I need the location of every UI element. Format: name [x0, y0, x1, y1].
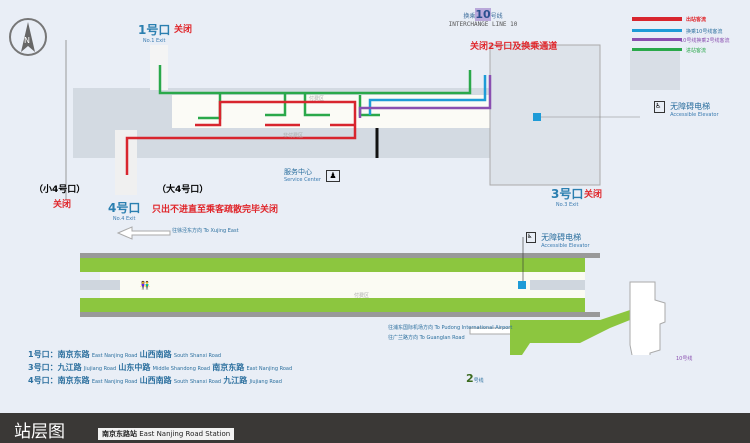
elevator-icon: ♿ [654, 101, 665, 113]
legend-item: 出站客流 [686, 17, 707, 23]
interchange-prefix: 换乘 [463, 13, 476, 20]
svg-text:👫: 👫 [140, 280, 150, 290]
service-center-cn: 服务中心 [284, 168, 312, 176]
exit-1-en: No.1 Exit [142, 38, 166, 44]
exit-4-cn: 4号口 [108, 201, 141, 215]
road-en: Middle Shandong Road [152, 366, 211, 372]
big-exit-4: （大4号口） [157, 185, 209, 195]
compass-icon: N [9, 18, 47, 56]
exit-road-row: 4号口：南京东路 East Nanjing Road 山西南路 South Sh… [28, 375, 292, 388]
notice-small4: 关闭 [53, 200, 72, 210]
exit-1-cn: 1号口 [138, 23, 171, 37]
exit-road-row: 1号口：南京东路 East Nanjing Road 山西南路 South Sh… [28, 349, 292, 362]
station-name: 南京东路站 East Nanjing Road Station [98, 428, 235, 440]
small-exit-4: （小4号口） [34, 185, 86, 195]
platform-map: 👫 [80, 226, 666, 355]
line2-label: 2号线 [466, 367, 484, 386]
compass-label: N [24, 36, 30, 45]
direction-west: 往徐泾东方向 To Xujing East [172, 228, 239, 234]
road-en: East Nanjing Road [91, 353, 138, 359]
road-en: East Nanjing Road [246, 366, 293, 372]
road-cn: 山西南路 [139, 376, 172, 385]
notice-exit3: 关闭 [584, 190, 603, 200]
elevator-cn: 无障碍电梯 [670, 102, 711, 111]
interchange-label: 换乘10号线 INTERCHANGE LINE 10 [443, 8, 523, 28]
concourse-map [65, 40, 680, 200]
road-cn: 九江路 [223, 376, 248, 385]
exit-4-en: No.4 Exit [112, 216, 136, 222]
nonpaid-area-label: 非付费区 [283, 133, 304, 139]
exit-id: 4号口： [28, 376, 58, 385]
exit-3-cn: 3号口 [551, 187, 584, 201]
notice-exit4: 只出不进直至乘客疏散完毕关闭 [152, 205, 279, 215]
interchange-suffix: 号线 [490, 13, 503, 20]
station-en: East Nanjing Road Station [139, 430, 231, 438]
road-cn: 南京东路 [212, 363, 245, 372]
footer-title: 站层图 [14, 422, 65, 442]
road-en: South Shanxi Road [173, 379, 222, 385]
road-cn: 南京东路 [57, 376, 90, 385]
legend-item: 换乘10号线客流 [686, 29, 723, 35]
exit-road-row: 3号口：九江路 Jiujiang Road 山东中路 Middle Shando… [28, 362, 292, 375]
service-icon: ♟ [326, 170, 340, 182]
exit-3-en: No.3 Exit [555, 202, 579, 208]
legend-item: 10号线换乘2号线客流 [680, 38, 730, 44]
footer-bar: 站层图 南京东路站 East Nanjing Road Station [0, 413, 750, 443]
elevator-cn: 无障碍电梯 [541, 233, 582, 242]
line10-label: 10号线 [676, 356, 693, 362]
line2-number: 2 [466, 372, 474, 385]
platform-paid-label: 付费区 [354, 293, 370, 299]
direction-east-guanglan: 往广兰路方向 To Guanglan Road [388, 335, 465, 341]
station-cn: 南京东路站 [102, 430, 137, 438]
elevator-icon: ♿ [526, 232, 536, 243]
exit-road-list: 1号口：南京东路 East Nanjing Road 山西南路 South Sh… [28, 349, 292, 388]
road-en: Jiujiang Road [83, 366, 117, 372]
paid-area-label: 付费区 [309, 96, 325, 102]
exit-id: 3号口： [28, 363, 58, 372]
elevator-en: Accessible Elevator [670, 112, 719, 118]
exit-id: 1号口： [28, 350, 58, 359]
direction-east-airport: 往浦东国际机场方向 To Pudong International Airpor… [388, 325, 513, 331]
road-cn: 九江路 [57, 363, 82, 372]
road-cn: 山东中路 [118, 363, 151, 372]
road-en: South Shanxi Road [173, 353, 222, 359]
road-cn: 山西南路 [139, 350, 172, 359]
legend-item: 进站客流 [686, 48, 707, 54]
notice-exit1: 关闭 [174, 25, 193, 35]
elevator-en: Accessible Elevator [541, 243, 590, 249]
road-cn: 南京东路 [57, 350, 90, 359]
road-en: East Nanjing Road [91, 379, 138, 385]
service-center-en: Service Center [284, 177, 321, 183]
notice-exit2: 关闭2号口及换乘通道 [470, 42, 558, 52]
line2-suffix: 号线 [473, 378, 484, 384]
line10-number: 10 [475, 8, 491, 21]
interchange-en: INTERCHANGE LINE 10 [448, 21, 518, 28]
road-en: Jiujiang Road [249, 379, 282, 385]
